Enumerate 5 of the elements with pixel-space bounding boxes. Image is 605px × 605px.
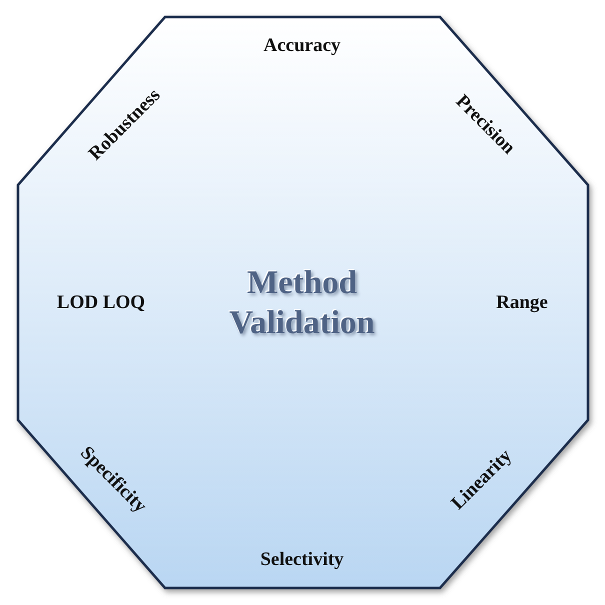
term-label: LOD LOQ bbox=[56, 292, 146, 314]
term-label: Range bbox=[496, 292, 548, 314]
term-label: Accuracy bbox=[263, 35, 341, 57]
term-label: Selectivity bbox=[260, 549, 344, 571]
center-title: Method Validation bbox=[228, 264, 376, 343]
